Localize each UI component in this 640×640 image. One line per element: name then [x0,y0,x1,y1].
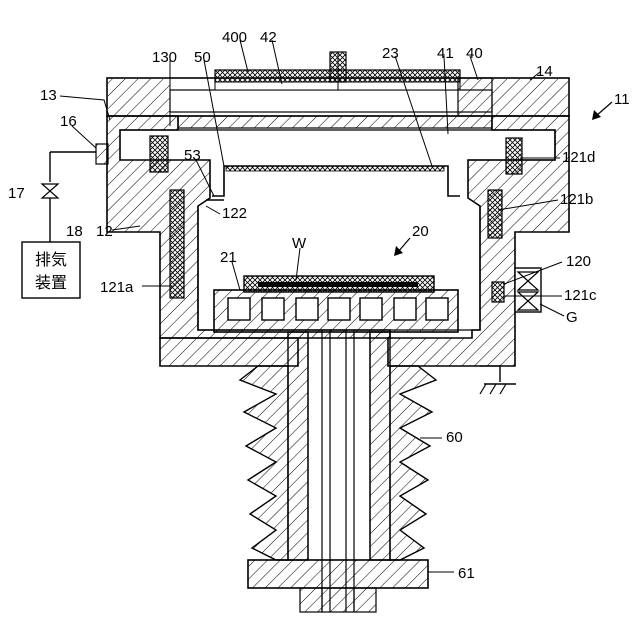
label-53: 53 [184,147,201,164]
wafer-W [258,282,418,287]
heater-121b [488,190,502,238]
label-42: 42 [260,29,277,46]
heater-upper-left [150,136,168,172]
heater-121d [506,138,522,174]
heater-121c [492,282,504,302]
label-G: G [566,309,578,326]
exhaust-device-line2: 装置 [35,273,67,292]
exhaust-device-line1: 排気 [35,250,67,269]
label-61: 61 [458,565,475,582]
label-14: 14 [536,63,553,80]
label-130: 130 [152,49,177,66]
label-18: 18 [66,223,83,240]
shower-plate [206,166,460,200]
window-plate [215,52,460,90]
label-41: 41 [437,45,454,62]
label-13: 13 [40,87,57,104]
label-20: 20 [412,223,429,240]
label-60: 60 [446,429,463,446]
label-122: 122 [222,205,247,222]
arrow-20 [394,238,410,256]
label-21: 21 [220,249,237,266]
label-23: 23 [382,45,399,62]
label-40: 40 [466,45,483,62]
substrate-stage [214,276,458,332]
label-120: 120 [566,253,591,270]
label-12: 12 [96,223,113,240]
bellows [240,366,436,560]
heater-121a [170,190,184,298]
label-50: 50 [194,49,211,66]
label-17: 17 [8,185,25,202]
label-121d: 121d [562,149,595,166]
label-121c: 121c [564,287,597,304]
ground-symbol [480,366,516,394]
arrow-11 [592,102,612,120]
label-121a: 121a [100,279,134,296]
label-400: 400 [222,29,247,46]
shaft-end [300,588,376,612]
label-11: 11 [614,91,630,108]
member-40 [458,78,492,116]
upper-plate [178,116,492,128]
flange-61 [248,560,428,588]
label-16: 16 [60,113,77,130]
label-W: W [292,235,307,252]
label-121b: 121b [560,191,593,208]
valve-icon [42,184,58,198]
